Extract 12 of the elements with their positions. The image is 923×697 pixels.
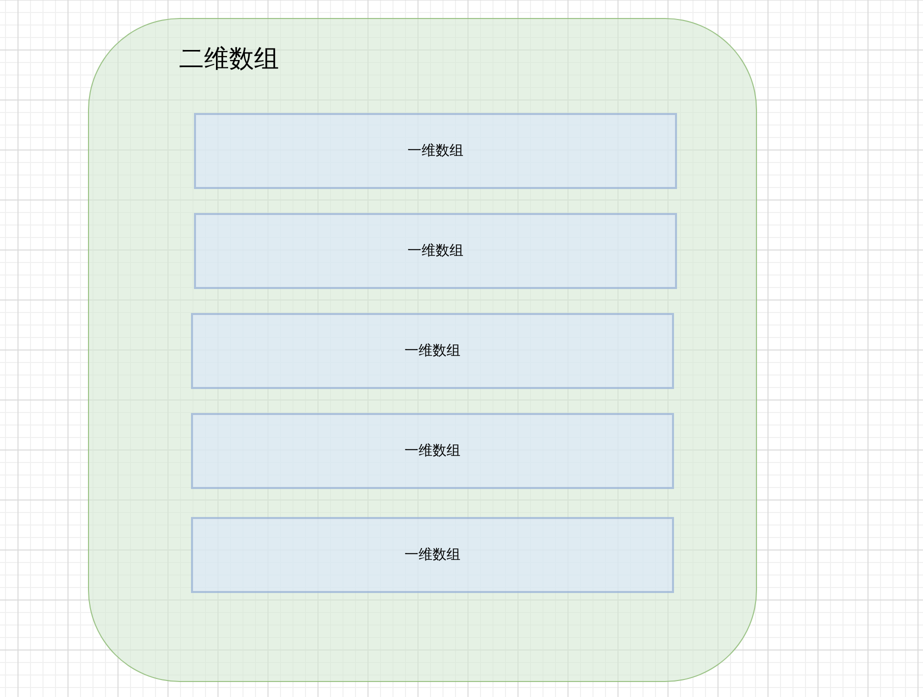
container-panel <box>88 18 757 682</box>
box-label: 一维数组 <box>408 242 464 260</box>
array-box <box>191 313 674 389</box>
array-box <box>191 413 674 489</box>
array-box <box>194 213 677 289</box>
array-box <box>191 517 674 593</box>
box-label: 一维数组 <box>408 142 464 160</box>
array-box <box>194 113 677 189</box>
box-label: 一维数组 <box>404 442 460 460</box>
box-label: 一维数组 <box>404 546 460 564</box>
panel-title: 二维数组 <box>179 44 279 74</box>
box-label: 一维数组 <box>404 342 460 360</box>
